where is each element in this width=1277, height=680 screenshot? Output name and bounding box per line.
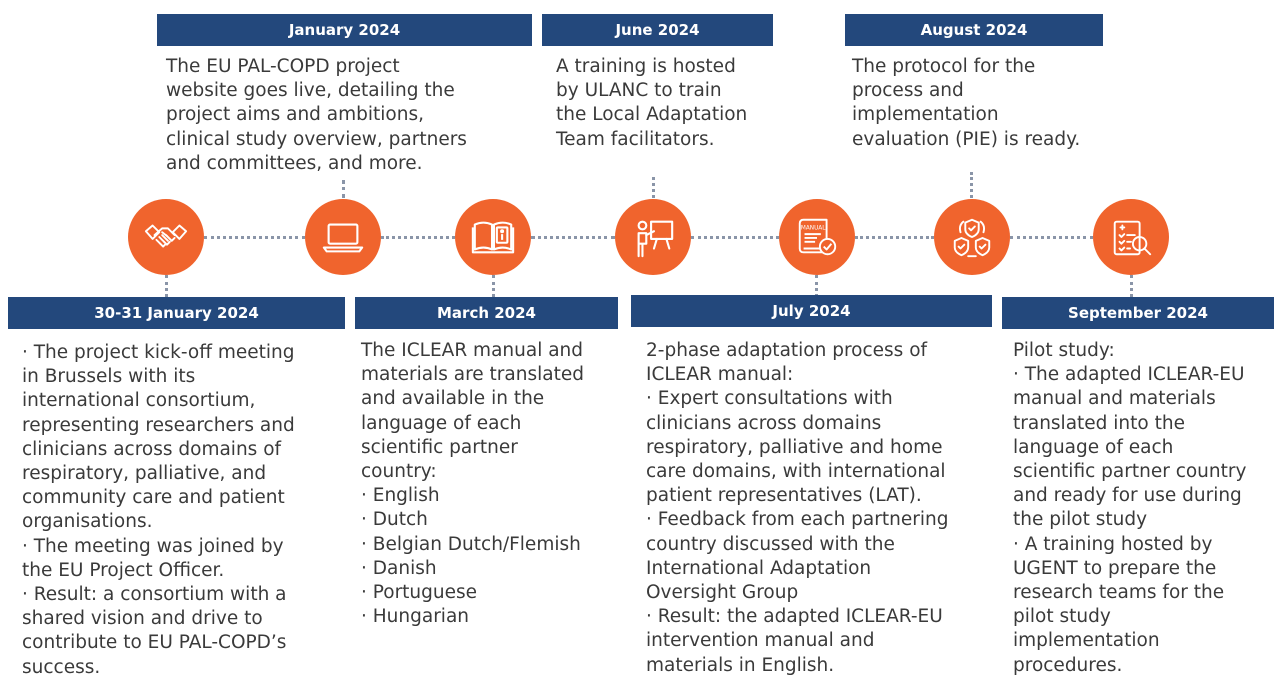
milestone-date: 30-31 January 2024 <box>8 297 345 329</box>
connector-up <box>652 177 655 198</box>
timeline-connector <box>531 236 615 239</box>
connector-down <box>815 275 818 297</box>
timeline-connector <box>1010 236 1093 239</box>
book-info-icon <box>455 199 531 275</box>
milestone-date: August 2024 <box>845 14 1103 46</box>
timeline-connector <box>204 236 305 239</box>
laptop-icon <box>305 199 381 275</box>
milestone-date: March 2024 <box>355 297 618 329</box>
timeline-connector <box>855 236 934 239</box>
milestone-date: July 2024 <box>631 295 992 327</box>
shield-cycle-icon <box>934 199 1010 275</box>
milestone-description: 2-phase adaptation process of ICLEAR man… <box>646 340 949 676</box>
milestone-description: · The project kick-off meeting in Brusse… <box>22 342 295 678</box>
medical-clipboard-icon <box>1093 199 1169 275</box>
manual-icon: MANUAL <box>779 199 855 275</box>
milestone-description: Pilot study: · The adapted ICLEAR-EU man… <box>1013 340 1247 676</box>
timeline-connector <box>381 236 455 239</box>
timeline-connector <box>691 236 779 239</box>
milestone-description: The ICLEAR manual and materials are tran… <box>361 340 584 628</box>
presentation-icon <box>615 199 691 275</box>
connector-up <box>342 180 345 198</box>
handshake-icon <box>128 199 204 275</box>
connector-up <box>970 172 973 198</box>
manual-label: MANUAL <box>801 225 826 231</box>
milestone-date: January 2024 <box>157 14 532 46</box>
milestone-description: The EU PAL-COPD project website goes liv… <box>166 56 467 174</box>
milestone-date: September 2024 <box>1002 297 1274 329</box>
connector-down <box>1130 275 1133 297</box>
milestone-date: June 2024 <box>542 14 773 46</box>
milestone-description: The protocol for the process and impleme… <box>852 56 1081 150</box>
connector-down <box>165 275 168 297</box>
connector-down <box>492 275 495 297</box>
milestone-description: A training is hosted by ULANC to train t… <box>556 56 748 150</box>
